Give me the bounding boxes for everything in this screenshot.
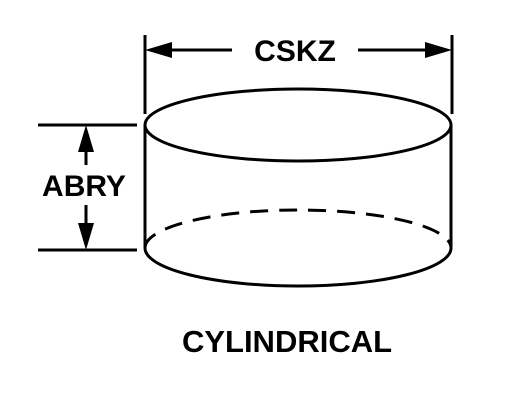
- shape-caption: CYLINDRICAL: [182, 324, 392, 359]
- height-label: ABRY: [42, 170, 126, 203]
- cylinder-bottom-front-arc: [143, 247, 453, 288]
- cylinder-bottom-hidden-arc: [143, 208, 453, 249]
- height-arrowhead-top: [78, 125, 94, 152]
- cylinder-top-ellipse: [143, 87, 453, 163]
- height-arrowhead-bottom: [78, 223, 94, 250]
- width-arrowhead-right: [425, 42, 452, 58]
- width-label: CSKZ: [254, 35, 336, 68]
- width-arrowhead-left: [145, 42, 172, 58]
